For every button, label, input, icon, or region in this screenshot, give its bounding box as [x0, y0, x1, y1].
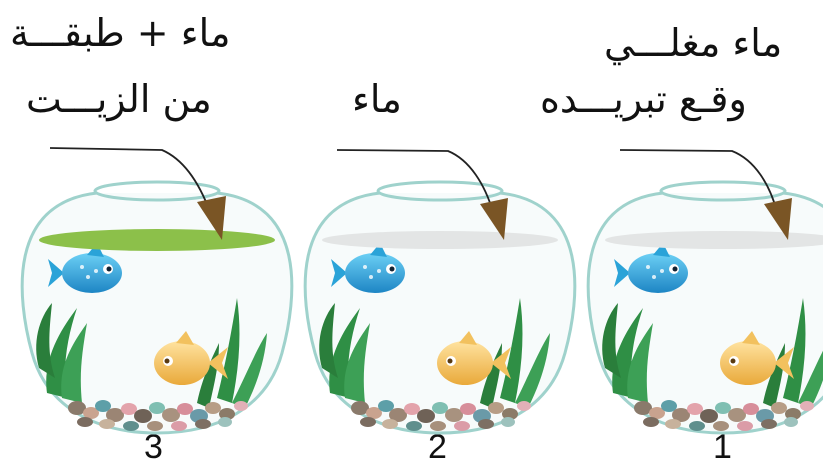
bowl-2	[305, 182, 575, 433]
bowl-2-water-surface	[322, 231, 558, 249]
bowl-3-oil-layer	[39, 229, 275, 251]
bowl-3	[22, 182, 292, 433]
